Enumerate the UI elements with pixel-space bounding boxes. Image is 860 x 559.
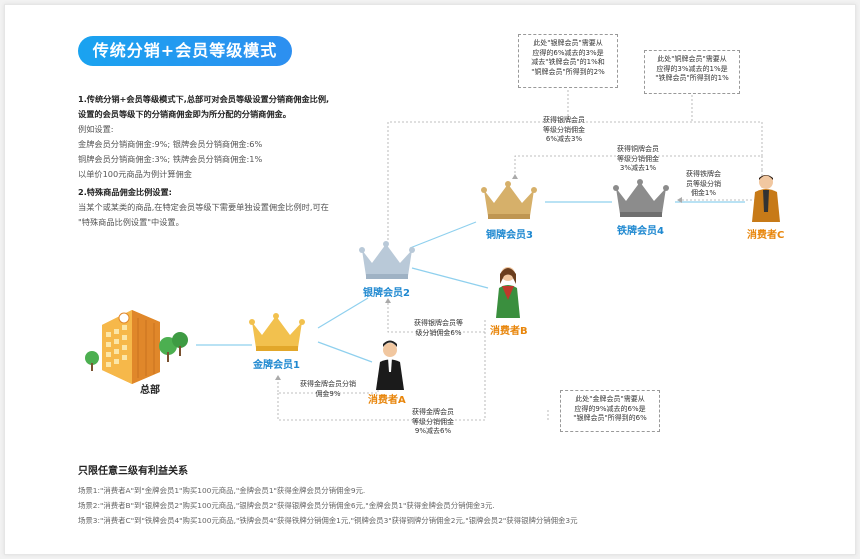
desc-example-line-2: 铜牌会员分销商佣金:3%; 铁牌会员分销商佣金:1%: [78, 154, 263, 164]
scene-1: 场景1:"消费者A"到"金牌会员1"购买100元商品,"金牌会员1"获得金牌会员…: [78, 486, 366, 495]
connector-gold-silver: [317, 297, 369, 329]
desc-heading-2-line-2: "特殊商品比例设置"中设置。: [78, 217, 184, 227]
explain-box-silver: 此处"银牌会员"需要从应得的6%减去的3%是减去"铁牌会员"的1%和"铜牌会员"…: [518, 34, 618, 88]
desc-example-line-1: 金牌会员分销商佣金:9%; 银牌会员分销商佣金:6%: [78, 139, 263, 149]
dashed-c-to-bronze: [514, 155, 763, 176]
relations-title: 只限任意三级有利益关系: [78, 466, 188, 477]
gold-crown-icon: [249, 313, 305, 351]
desc-heading-2-line-1: 当某个或某类的商品,在特定会员等级下需要单独设置佣金比例时,可在: [78, 202, 329, 212]
hq-label: 总部: [140, 385, 160, 396]
dashed-c-to-silver: [387, 121, 763, 243]
silver-member-label: 银牌会员2: [363, 288, 410, 299]
consumer-b-icon: [496, 267, 520, 318]
scene-2: 场景2:"消费者B"到"银牌会员2"购买100元商品,"银牌会员2"获得银牌会员…: [78, 501, 495, 510]
consumer-c-label: 消费者C: [747, 230, 785, 241]
desc-heading-1-cont: 设置的会员等级下的分销商佣金即为所分配的分销商佣金。: [78, 109, 291, 119]
bronze-member-label: 铜牌会员3: [486, 230, 533, 241]
connector-silver-consumerB: [411, 267, 489, 289]
gold-member-label: 金牌会员1: [253, 360, 300, 371]
arrow-gold-a: [275, 375, 281, 380]
consumer-c-icon: [752, 175, 780, 222]
dashed-b-to-silver: [387, 300, 486, 333]
description-block: 1.传统分销+会员等级模式下,总部可对会员等级设置分销商佣金比例, 设置的会员等…: [78, 92, 378, 230]
iron-member-label: 铁牌会员4: [617, 226, 664, 237]
connector-silver-bronze: [409, 221, 477, 249]
explain-box-bronze: 此处"铜牌会员"需要从应得的3%减去的1%是"铁牌会员"所得到的1%: [644, 50, 740, 94]
arrow-bronze-c: [512, 174, 518, 179]
note-b-silver: 获得银牌会员等级分销佣金6%: [414, 319, 463, 337]
arrow-iron-c: [677, 197, 682, 203]
arrow-silver-b: [385, 298, 391, 303]
silver-crown-icon: [359, 241, 415, 279]
consumer-a-label: 消费者A: [368, 395, 406, 406]
connector-gold-consumerA: [317, 341, 373, 363]
note-a-gold: 获得金牌会员分销佣金9%: [300, 380, 356, 398]
explain-box-gold: 此处"金牌会员"需要从应得的9%减去的6%是"银牌会员"所得到的6%: [560, 390, 660, 432]
desc-heading-2: 2.特殊商品佣金比例设置:: [78, 187, 172, 197]
scene-3: 场景3:"消费者C"到"铁牌会员4"购买100元商品,"铁牌会员4"获得铁牌分销…: [78, 516, 578, 525]
dashed-b-to-gold: [277, 332, 486, 421]
desc-example-line-3: 以单价100元商品为例计算佣金: [78, 169, 192, 179]
dashed-a-to-gold: [277, 378, 379, 394]
desc-heading-1: 1.传统分销+会员等级模式下,总部可对会员等级设置分销商佣金比例,: [78, 94, 330, 104]
hq-building-icon: [85, 310, 188, 384]
consumer-b-label: 消费者B: [490, 326, 528, 337]
page-card: [4, 4, 856, 555]
bronze-crown-icon: [481, 181, 537, 219]
iron-crown-icon: [613, 179, 669, 217]
page-title: 传统分销+会员等级模式: [78, 36, 292, 66]
consumer-a-icon: [376, 340, 404, 390]
note-c-iron: 获得铁牌会员等级分销佣金1%: [686, 170, 721, 197]
desc-example-label: 例如设置:: [78, 124, 114, 134]
